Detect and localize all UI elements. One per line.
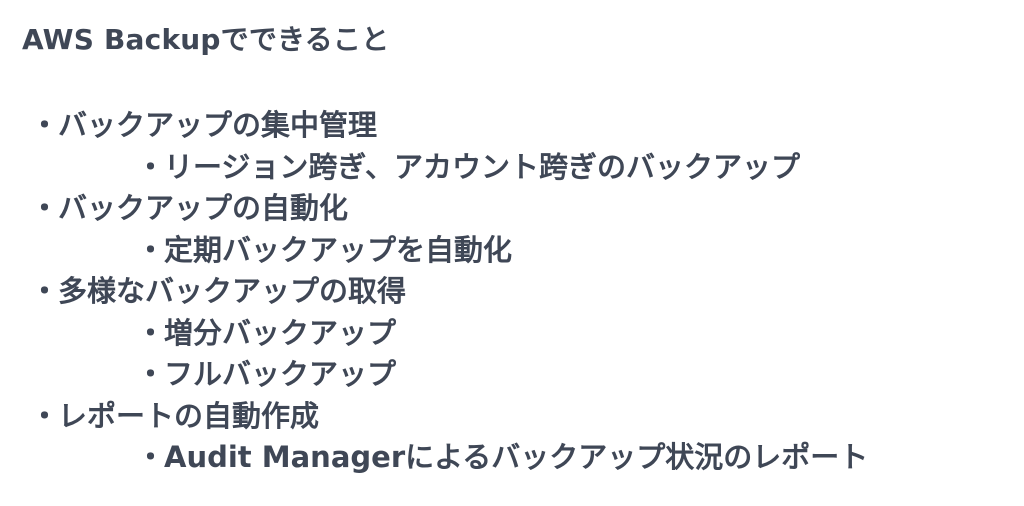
- bullet-text: レポートの自動作成: [58, 398, 320, 433]
- bullet-text: バックアップの集中管理: [58, 108, 378, 142]
- sub-bullet-text: リージョン跨ぎ、アカウント跨ぎのバックアップ: [164, 149, 800, 184]
- sub-bullet-item: ・定期バックアップを自動化: [30, 230, 868, 272]
- bullet-item: ・多様なバックアップの取得: [30, 271, 868, 313]
- sub-bullet-item: ・増分バックアップ: [30, 313, 868, 355]
- bullet-text: バックアップの自動化: [58, 191, 349, 225]
- bullet-marker: ・: [136, 149, 166, 184]
- page-title: AWS Backupでできること: [22, 23, 390, 56]
- bullet-marker: ・: [136, 232, 166, 267]
- sub-bullet-item: ・リージョン跨ぎ、アカウント跨ぎのバックアップ: [30, 147, 868, 189]
- bullet-text: 多様なバックアップの取得: [58, 274, 407, 308]
- bullet-marker: ・: [136, 440, 166, 474]
- bullet-marker: ・: [136, 315, 166, 350]
- bullet-marker: ・: [30, 398, 60, 433]
- bullet-item: ・レポートの自動作成: [30, 396, 868, 438]
- sub-bullet-text: 増分バックアップ: [164, 315, 397, 350]
- sub-bullet-text: フルバックアップ: [164, 357, 397, 391]
- bullet-list: ・バックアップの集中管理 ・リージョン跨ぎ、アカウント跨ぎのバックアップ ・バッ…: [30, 105, 868, 479]
- sub-bullet-item: ・Audit Managerによるバックアップ状況のレポート: [30, 437, 868, 479]
- sub-bullet-text: Audit Managerによるバックアップ状況のレポート: [164, 440, 869, 474]
- sub-bullet-item: ・フルバックアップ: [30, 354, 868, 396]
- bullet-marker: ・: [30, 274, 60, 308]
- bullet-item: ・バックアップの自動化: [30, 188, 868, 230]
- bullet-marker: ・: [136, 357, 166, 391]
- sub-bullet-text: 定期バックアップを自動化: [164, 232, 513, 267]
- bullet-marker: ・: [30, 191, 60, 225]
- bullet-marker: ・: [30, 108, 60, 142]
- bullet-item: ・バックアップの集中管理: [30, 105, 868, 147]
